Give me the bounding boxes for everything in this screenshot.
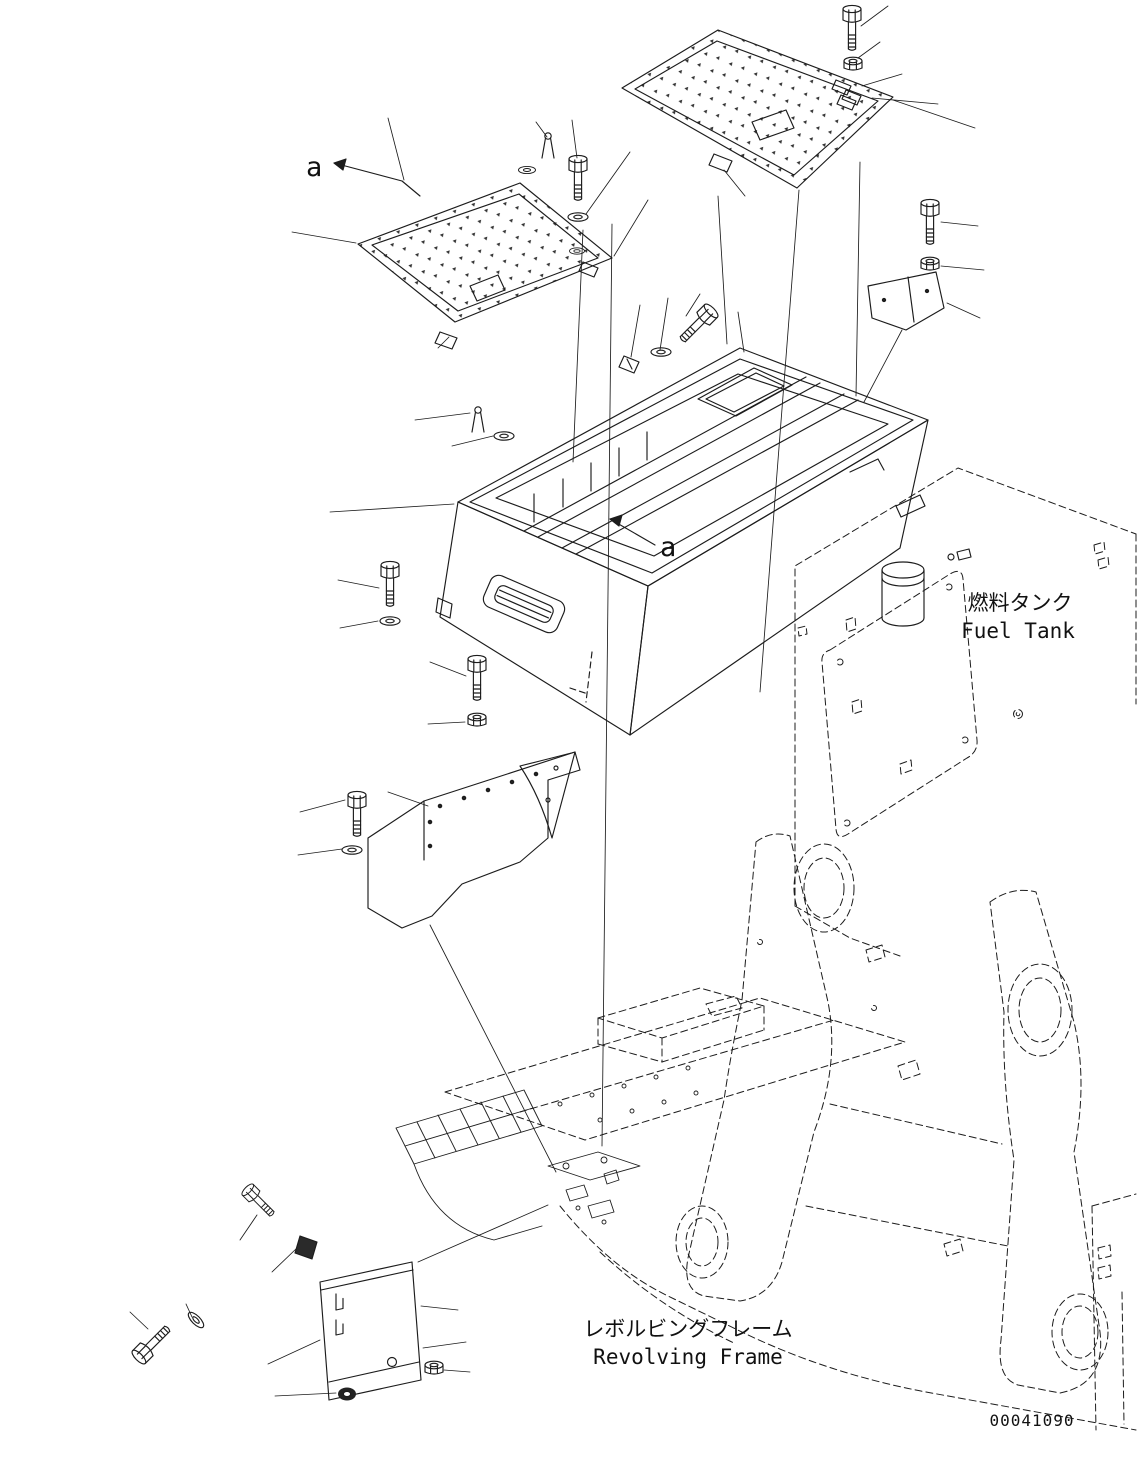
bolt-washer-front (379, 560, 401, 626)
lower-bracket (367, 751, 581, 929)
fuel-tank-label-jp: 燃料タンク (968, 591, 1073, 615)
drawing-number: 00041090 (989, 1411, 1074, 1430)
bolt-set-rear-plate (841, 4, 863, 106)
section-label-a-mid: a (660, 532, 676, 563)
housing-handle (482, 574, 566, 634)
frame-deck-details (395, 1065, 699, 1241)
leader-lines (129, 5, 985, 1397)
fuel-tank-label-en: Fuel Tank (961, 619, 1075, 643)
cover-small-plate (319, 1261, 422, 1401)
small-fasteners-top-center (518, 132, 589, 222)
section-arrow-top (333, 158, 421, 197)
cover-plate-rear (621, 29, 894, 189)
revolving-frame-label-en: Revolving Frame (593, 1345, 783, 1369)
revolving-frame-outline (444, 833, 1137, 1431)
bracket-set-right (867, 198, 945, 331)
bottom-left-parts (129, 1181, 444, 1401)
bolt-washer-lower-left (341, 790, 367, 855)
revolving-frame-label-jp: レボルビングフレーム (583, 1317, 792, 1341)
bolt-nut-mid (467, 654, 487, 727)
fuel-filler-neck (881, 548, 972, 627)
pin-washer-left (471, 406, 515, 441)
main-housing (435, 347, 929, 736)
section-label-a-top: a (306, 152, 322, 183)
cover-plate-front (357, 182, 613, 350)
fuel-tank-outline (794, 467, 1137, 957)
section-arrow-mid (609, 514, 656, 546)
bolt-set-center (618, 301, 721, 374)
